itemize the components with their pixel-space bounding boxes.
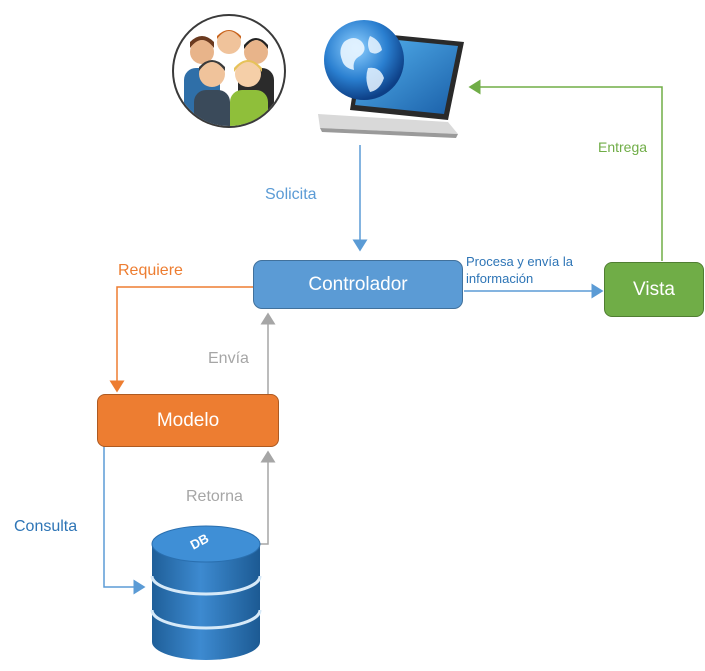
procesa-label-line2: información — [466, 271, 534, 286]
controlador-label: Controlador — [308, 273, 408, 295]
retorna-label: Retorna — [186, 488, 243, 505]
procesa-label: Procesa y envía la información — [466, 253, 573, 287]
requiere-label: Requiere — [118, 262, 183, 279]
modelo-node: Modelo — [97, 394, 279, 447]
envia-label: Envía — [208, 350, 249, 367]
consulta-label: Consulta — [14, 518, 78, 535]
modelo-label: Modelo — [156, 409, 220, 431]
arrow-requiere — [109, 286, 254, 393]
controlador-node: Controlador — [253, 260, 463, 309]
procesa-label-line1: Procesa y envía la — [466, 254, 573, 269]
arrow-retorna — [260, 450, 276, 545]
arrow-entrega — [468, 79, 663, 261]
vista-label: Vista — [633, 278, 675, 300]
entrega-label: Entrega — [598, 139, 648, 155]
solicita-label: Solicita — [265, 186, 317, 203]
database-icon — [150, 525, 262, 660]
users-group-icon — [172, 14, 286, 128]
laptop-globe-icon — [318, 20, 464, 138]
arrow-consulta — [103, 446, 146, 595]
vista-node: Vista — [604, 262, 704, 317]
